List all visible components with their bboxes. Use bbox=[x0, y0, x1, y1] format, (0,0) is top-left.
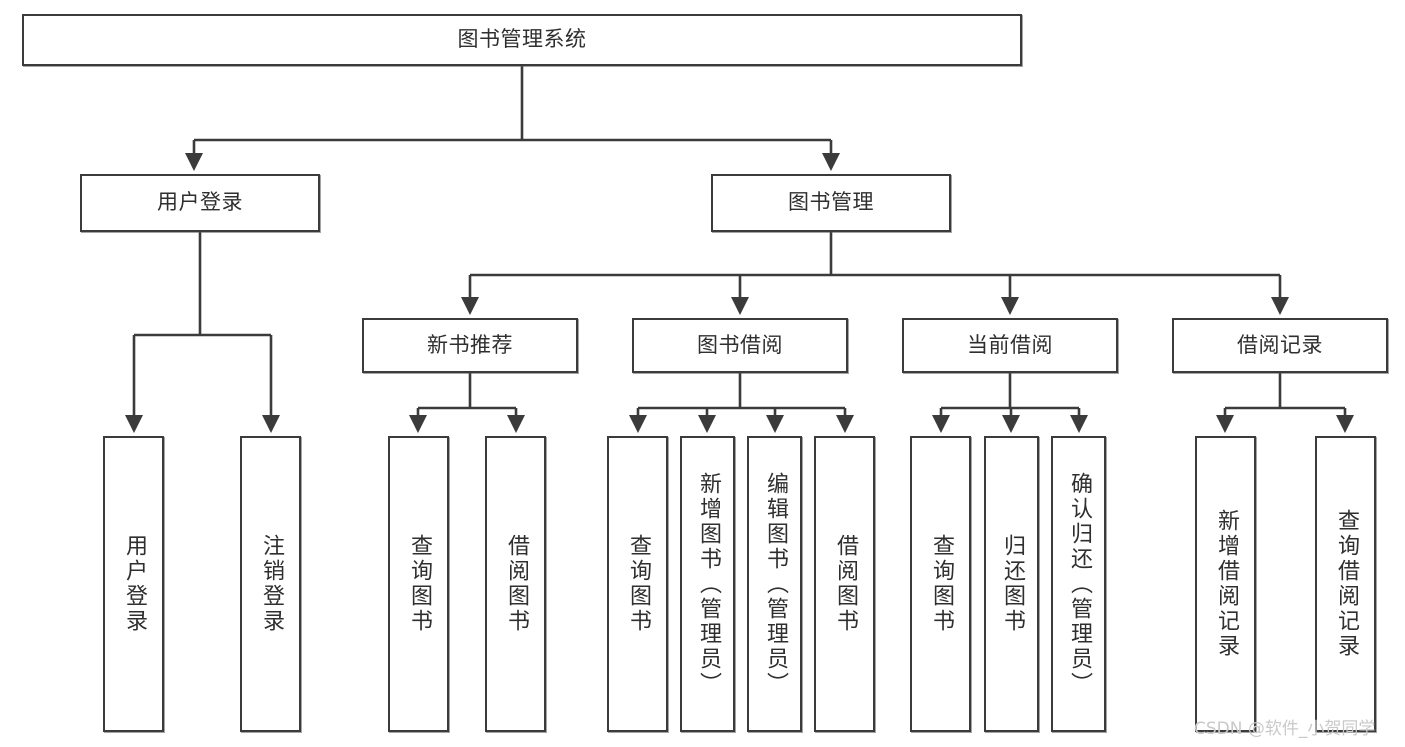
node-leaf-edit-book-label: 编辑图书（管理员） bbox=[762, 471, 788, 697]
node-leaf-logout-label: 注销登录 bbox=[258, 534, 284, 634]
node-new-book-rec-label: 新书推荐 bbox=[427, 332, 513, 357]
node-leaf-query-book-borrow[interactable]: 查询图书 bbox=[607, 436, 668, 732]
node-leaf-query-book-rec-label: 查询图书 bbox=[406, 534, 432, 634]
node-book-borrow-label: 图书借阅 bbox=[697, 332, 783, 357]
node-leaf-edit-book[interactable]: 编辑图书（管理员） bbox=[747, 436, 802, 732]
node-current-borrow-label: 当前借阅 bbox=[967, 332, 1053, 357]
node-user-login[interactable]: 用户登录 bbox=[80, 174, 320, 232]
node-leaf-add-record[interactable]: 新增借阅记录 bbox=[1195, 436, 1256, 732]
node-root[interactable]: 图书管理系统 bbox=[22, 14, 1022, 66]
node-leaf-query-book-cur[interactable]: 查询图书 bbox=[910, 436, 971, 732]
node-borrow-record[interactable]: 借阅记录 bbox=[1172, 318, 1388, 373]
node-leaf-borrow-book-label: 借阅图书 bbox=[832, 534, 858, 634]
node-leaf-borrow-book-rec[interactable]: 借阅图书 bbox=[485, 436, 546, 732]
node-leaf-query-book-rec[interactable]: 查询图书 bbox=[388, 436, 449, 732]
node-book-manage-label: 图书管理 bbox=[788, 190, 874, 215]
node-user-login-label: 用户登录 bbox=[157, 190, 243, 215]
node-book-manage[interactable]: 图书管理 bbox=[711, 174, 951, 232]
node-leaf-borrow-book[interactable]: 借阅图书 bbox=[814, 436, 875, 732]
node-borrow-record-label: 借阅记录 bbox=[1237, 332, 1323, 357]
node-leaf-add-book-label: 新增图书（管理员） bbox=[695, 471, 721, 697]
node-leaf-query-record[interactable]: 查询借阅记录 bbox=[1315, 436, 1376, 732]
node-leaf-return-book-label: 归还图书 bbox=[999, 534, 1025, 634]
node-current-borrow[interactable]: 当前借阅 bbox=[902, 318, 1118, 373]
node-leaf-confirm-return[interactable]: 确认归还（管理员） bbox=[1051, 436, 1106, 732]
node-leaf-user-login-label: 用户登录 bbox=[121, 534, 147, 634]
node-leaf-user-login[interactable]: 用户登录 bbox=[103, 436, 164, 732]
node-leaf-query-record-label: 查询借阅记录 bbox=[1333, 509, 1359, 659]
node-book-borrow[interactable]: 图书借阅 bbox=[632, 318, 848, 373]
node-leaf-add-book[interactable]: 新增图书（管理员） bbox=[680, 436, 735, 732]
node-leaf-query-book-borrow-label: 查询图书 bbox=[625, 534, 651, 634]
node-new-book-rec[interactable]: 新书推荐 bbox=[362, 318, 578, 373]
node-leaf-query-book-cur-label: 查询图书 bbox=[928, 534, 954, 634]
node-leaf-confirm-return-label: 确认归还（管理员） bbox=[1066, 471, 1092, 697]
node-leaf-return-book[interactable]: 归还图书 bbox=[984, 436, 1039, 732]
node-leaf-add-record-label: 新增借阅记录 bbox=[1213, 509, 1239, 659]
node-root-label: 图书管理系统 bbox=[457, 27, 587, 52]
node-leaf-borrow-book-rec-label: 借阅图书 bbox=[503, 534, 529, 634]
node-leaf-logout[interactable]: 注销登录 bbox=[240, 436, 301, 732]
csdn-watermark: CSDN @软件_小贺同学 bbox=[1194, 719, 1376, 739]
